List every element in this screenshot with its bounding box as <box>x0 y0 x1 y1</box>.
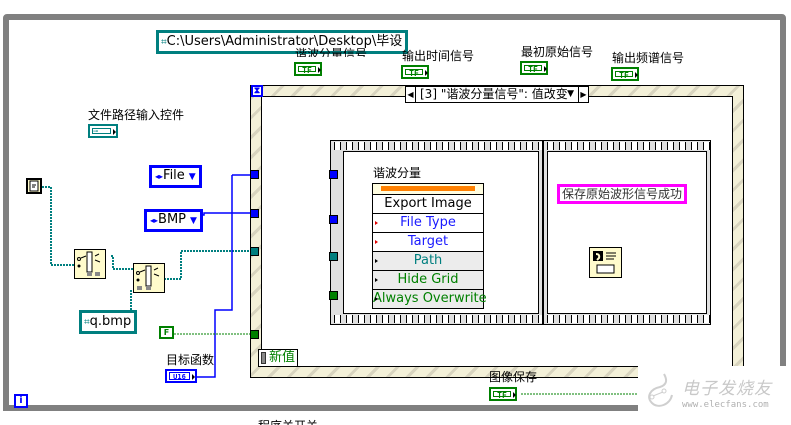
arrow-icon <box>425 70 428 76</box>
indicator-label-spectrum: 输出频谱信号 <box>612 51 685 65</box>
watermark-title: 电子发烧友 <box>682 379 772 399</box>
invoke-node-label: 谐波分量 <box>373 166 422 180</box>
param-file-type[interactable]: File Type <box>373 214 483 233</box>
tunnel-path <box>250 247 259 256</box>
node-handle-icon <box>261 352 266 364</box>
loop-iteration-terminal: i <box>14 394 28 408</box>
indicator-time-signal[interactable]: TF <box>401 65 429 79</box>
dropdown-arrow-icon[interactable]: ▼ <box>190 216 197 226</box>
build-path-node-1[interactable] <box>74 249 106 279</box>
indicator-harmonic-signal[interactable]: TF <box>294 62 322 76</box>
indicator-label-time-output: 输出时间信号 <box>402 49 475 63</box>
arrow-icon <box>318 67 321 73</box>
param-hide-grid[interactable]: Hide Grid <box>373 271 483 290</box>
build-path-node-2[interactable] <box>133 263 165 293</box>
dropdown-arrow-icon[interactable]: ▼ <box>188 172 196 182</box>
event-case-selector[interactable]: ◀ [3] "谐波分量信号": 值改变 ▼ ▶ <box>405 86 589 103</box>
invoke-node-export-image[interactable]: Export Image File Type Target Path Hide … <box>372 183 487 309</box>
event-data-node[interactable]: 新值 <box>258 349 298 367</box>
timeout-hourglass-icon[interactable]: ⧗ <box>251 85 263 97</box>
indicator-image-save[interactable]: TF <box>489 387 517 401</box>
seq-tunnel-filetype <box>329 215 338 224</box>
input-arrow-icon <box>375 240 378 244</box>
decrement-arrow-icon[interactable]: ◀ <box>406 87 416 102</box>
build-path-icon <box>77 251 101 276</box>
enum-target-file[interactable]: ◂▸File▼ <box>149 165 202 188</box>
seq-tunnel-target <box>329 170 338 179</box>
increment-icon[interactable]: ◂▸ <box>155 172 164 181</box>
bottom-cut-label: 程序关开关 <box>258 419 318 425</box>
target-function-label: 目标函数 <box>166 353 215 367</box>
arrow-icon <box>544 66 547 72</box>
path-control-label: 文件路径输入控件 <box>88 108 185 122</box>
path-constant-filename[interactable]: ⌗q.bmp <box>79 310 138 334</box>
indicator-original-signal[interactable]: TF <box>520 61 548 75</box>
sequence-frame-2 <box>543 140 711 325</box>
tunnel-boolean <box>250 330 259 339</box>
indicator-label-image-save: 图像保存 <box>489 370 538 384</box>
document-icon <box>29 180 39 192</box>
indicator-label-original: 最初原始信号 <box>521 45 594 59</box>
indicator-label-harmonic: 谐波分量信号 <box>295 47 368 57</box>
invoke-method[interactable]: Export Image <box>373 195 483 214</box>
path-constant-folder[interactable]: ⌗C:\Users\Administrator\Desktop\毕设 <box>156 30 409 54</box>
watermark-url: www.elecfans.com <box>682 400 769 410</box>
path-icon: ⊸ <box>92 128 111 135</box>
tunnel-enum-target <box>250 170 259 179</box>
arrow-icon <box>635 72 638 78</box>
string-constant-message[interactable]: 保存原始波形信号成功 <box>557 184 688 204</box>
while-loop-frame <box>3 14 786 411</box>
error-cluster-bar <box>373 184 483 195</box>
input-arrow-icon <box>375 259 378 263</box>
boolean-false-constant[interactable]: F <box>159 326 174 339</box>
seq-tunnel-boolean <box>329 291 338 300</box>
arrow-icon <box>192 374 195 380</box>
param-path[interactable]: Path <box>373 252 483 271</box>
path-icon: ⌗ <box>84 317 90 328</box>
enum-file-type[interactable]: ◂▸BMP▼ <box>144 209 203 232</box>
path-control-terminal[interactable]: ⊸ <box>88 124 118 138</box>
increment-icon[interactable]: ◂▸ <box>150 216 159 225</box>
path-icon: ⌗ <box>161 37 167 48</box>
tunnel-enum-filetype <box>250 209 259 218</box>
build-path-icon <box>136 265 160 290</box>
target-function-terminal[interactable]: U16 <box>165 369 197 383</box>
dropdown-arrow-icon[interactable]: ▼ <box>567 89 574 99</box>
watermark: 电子发烧友 www.elecfans.com <box>638 366 791 425</box>
param-always-overwrite[interactable]: Always Overwrite <box>373 290 487 308</box>
param-target[interactable]: Target <box>373 233 483 252</box>
file-dialog-icon[interactable] <box>26 178 42 194</box>
dialog-icon <box>593 251 616 274</box>
arrow-icon <box>113 129 116 135</box>
indicator-spectrum-signal[interactable]: TF <box>611 67 639 81</box>
arrow-icon <box>513 392 516 398</box>
watermark-logo-icon <box>648 373 673 407</box>
input-arrow-icon <box>375 278 378 282</box>
seq-tunnel-path <box>329 252 338 261</box>
input-arrow-icon <box>375 221 378 225</box>
input-arrow-icon <box>375 297 378 301</box>
one-button-dialog-icon[interactable] <box>589 247 622 278</box>
increment-arrow-icon[interactable]: ▶ <box>578 87 588 102</box>
